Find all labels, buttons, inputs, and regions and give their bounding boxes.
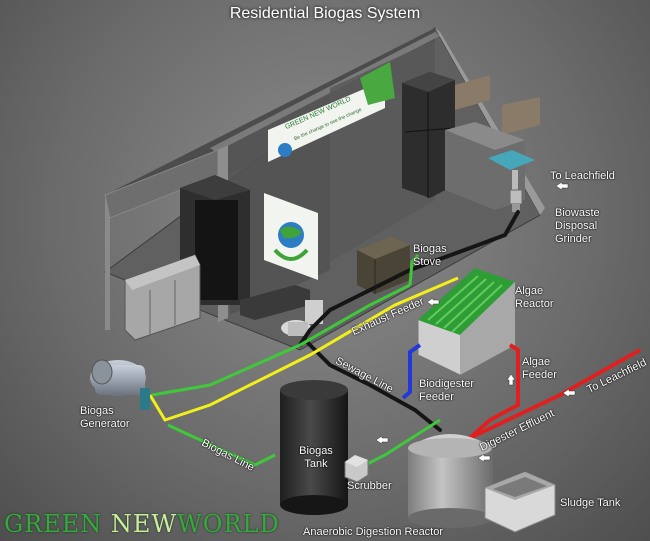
label-algae-reactor: Algae Reactor xyxy=(515,285,554,310)
label-anaerobic-digestion-reactor: Anaerobic Digestion Reactor xyxy=(303,526,444,538)
bench xyxy=(240,285,310,320)
label-biogas-generator: Biogas Generator xyxy=(80,405,130,430)
arrow-icon xyxy=(477,453,491,463)
diagram-title: Residential Biogas System xyxy=(229,5,421,22)
watermark-right: WORLD xyxy=(177,510,280,538)
label-biogas-stove: Biogas Stove xyxy=(413,243,447,268)
toilet xyxy=(281,300,323,336)
arrow-icon xyxy=(506,373,516,386)
label-to-leachfield-top: To Leachfield xyxy=(550,170,615,182)
arrow-icon xyxy=(555,181,569,191)
kitchen-sink xyxy=(488,150,535,192)
watermark-left: GREEN xyxy=(4,510,103,538)
label-algae-feeder: Algae Feeder xyxy=(522,356,557,381)
house-left-wall xyxy=(104,149,219,330)
label-sludge-tank: Sludge Tank xyxy=(560,497,621,509)
poster-right xyxy=(268,62,395,162)
poster-left xyxy=(264,193,318,280)
flow-arrows xyxy=(375,181,576,463)
sludge-tank xyxy=(484,471,556,533)
refrigerator xyxy=(402,72,456,198)
algae-feeder-pipe xyxy=(468,343,520,440)
biowaste-grinder xyxy=(509,189,523,212)
bathroom-vanity xyxy=(124,254,201,341)
biogas-pipe xyxy=(151,254,441,467)
scrubber xyxy=(344,454,369,483)
effluent-pipe xyxy=(469,348,641,440)
exhaust-feeder-pipe xyxy=(148,276,459,422)
arrow-icon xyxy=(426,297,440,307)
anaerobic-digestion-reactor xyxy=(408,434,493,528)
algae-reactor xyxy=(417,267,516,376)
label-biogas-tank: Biogas Tank xyxy=(299,445,333,470)
sewage-pipe xyxy=(298,210,520,432)
biogas-tank xyxy=(280,380,348,515)
kitchen-cabinets xyxy=(445,75,540,210)
label-biowaste-disposal-grinder: Biowaste Disposal Grinder xyxy=(555,207,600,245)
biogas-generator xyxy=(90,359,150,410)
label-scrubber: Scrubber xyxy=(347,480,392,492)
arrow-icon xyxy=(562,388,576,398)
arrow-icon xyxy=(375,435,389,445)
label-biodigester-feeder: Biodigester Feeder xyxy=(419,378,475,403)
watermark-logo: GREEN NEWWORLD xyxy=(4,510,280,538)
watermark-middle: NEW xyxy=(110,510,178,538)
biodigester-feeder-pipe xyxy=(401,343,422,400)
